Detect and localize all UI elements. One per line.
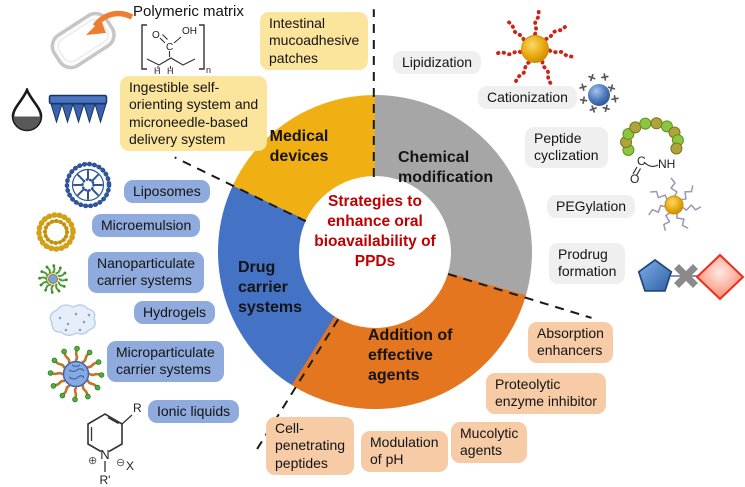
label-box-absorption-enhancers: Absorption enhancers bbox=[528, 322, 613, 363]
arrow-curve bbox=[92, 10, 134, 28]
label-box-lipidization: Lipidization bbox=[393, 51, 482, 75]
ingestible-capsule-droplet-icon bbox=[11, 88, 43, 132]
lipidization-icon bbox=[495, 8, 576, 87]
label-box-nanoparticulate: Nanoparticulate carrier systems bbox=[88, 252, 205, 293]
atom-o: O bbox=[152, 30, 160, 41]
atom-c: C bbox=[637, 154, 646, 168]
atom-oh: OH bbox=[182, 26, 197, 37]
sector-label-addition-agents: Addition of effective agents bbox=[368, 327, 453, 384]
label-box-prodrug-formation: Prodrug formation bbox=[549, 243, 626, 284]
label-box-intestinal-patches: Intestinal mucoadhesive patches bbox=[260, 12, 369, 71]
label-box-mucolytic-agents: Mucolytic agents bbox=[451, 422, 528, 463]
arrow-head bbox=[86, 20, 106, 35]
atom-o: O bbox=[630, 172, 639, 184]
sector-label-drug-carrier: Drug carrier systems bbox=[238, 259, 303, 316]
intestinal-patch-icon bbox=[50, 10, 134, 70]
microneedle-icon bbox=[48, 94, 108, 124]
atom-h2: H bbox=[167, 66, 174, 75]
atom-n: N bbox=[100, 447, 109, 462]
label-box-liposomes: Liposomes bbox=[124, 180, 210, 204]
label-box-pegylation: PEGylation bbox=[547, 195, 636, 219]
diagram-title: Strategies to enhance oral bioavailabili… bbox=[314, 193, 436, 271]
ionic-liquid-structure-icon: N ⊕ R' R ⊖ X bbox=[87, 401, 142, 486]
prodrug-icon bbox=[637, 253, 745, 301]
peptide-cyclization-icon: C NH O bbox=[620, 117, 684, 184]
polymeric-matrix-label: Polymeric matrix bbox=[133, 3, 244, 20]
atom-nh: NH bbox=[658, 157, 675, 171]
group-r: R bbox=[133, 401, 142, 415]
label-box-cell-penetrating: Cell- penetrating peptides bbox=[266, 417, 355, 476]
label-box-modulation-ph: Modulation of pH bbox=[361, 431, 448, 472]
liposome-icon bbox=[64, 161, 112, 209]
polymeric-matrix-structure-icon: O C OH H H n bbox=[141, 24, 211, 75]
subscript-n: n bbox=[206, 65, 211, 75]
label-box-proteolytic-inhibitor: Proteolytic enzyme inhibitor bbox=[486, 373, 606, 414]
counter-ion-x: X bbox=[126, 459, 134, 473]
plus-charge: ⊕ bbox=[88, 455, 97, 467]
minus-charge: ⊖ bbox=[116, 457, 125, 469]
cationization-icon bbox=[579, 73, 619, 113]
sector-label-chemical-modification: Chemical modification bbox=[398, 149, 494, 186]
pegylation-icon bbox=[648, 177, 702, 231]
atom-c: C bbox=[166, 42, 173, 53]
label-box-microemulsion: Microemulsion bbox=[92, 214, 201, 238]
sector-label-medical-devices: Medical devices bbox=[269, 128, 329, 165]
label-box-microparticulate: Microparticulate carrier systems bbox=[107, 341, 224, 382]
label-box-ingestible-system: Ingestible self- orienting system and mi… bbox=[120, 76, 268, 152]
atom-h1: H bbox=[154, 66, 161, 75]
donut-center bbox=[299, 176, 451, 328]
label-box-cationization: Cationization bbox=[478, 86, 577, 110]
group-r-prime: R' bbox=[100, 473, 111, 486]
hydrogel-icon bbox=[49, 304, 96, 336]
nanoparticle-icon bbox=[38, 264, 68, 294]
divider-top bbox=[372, 9, 376, 178]
microparticle-icon bbox=[47, 345, 105, 403]
label-box-ionic-liquids: Ionic liquids bbox=[148, 400, 240, 424]
label-box-hydrogels: Hydrogels bbox=[134, 301, 216, 325]
microemulsion-icon bbox=[36, 212, 76, 252]
label-box-peptide-cyclization: Peptide cyclization bbox=[525, 127, 608, 168]
